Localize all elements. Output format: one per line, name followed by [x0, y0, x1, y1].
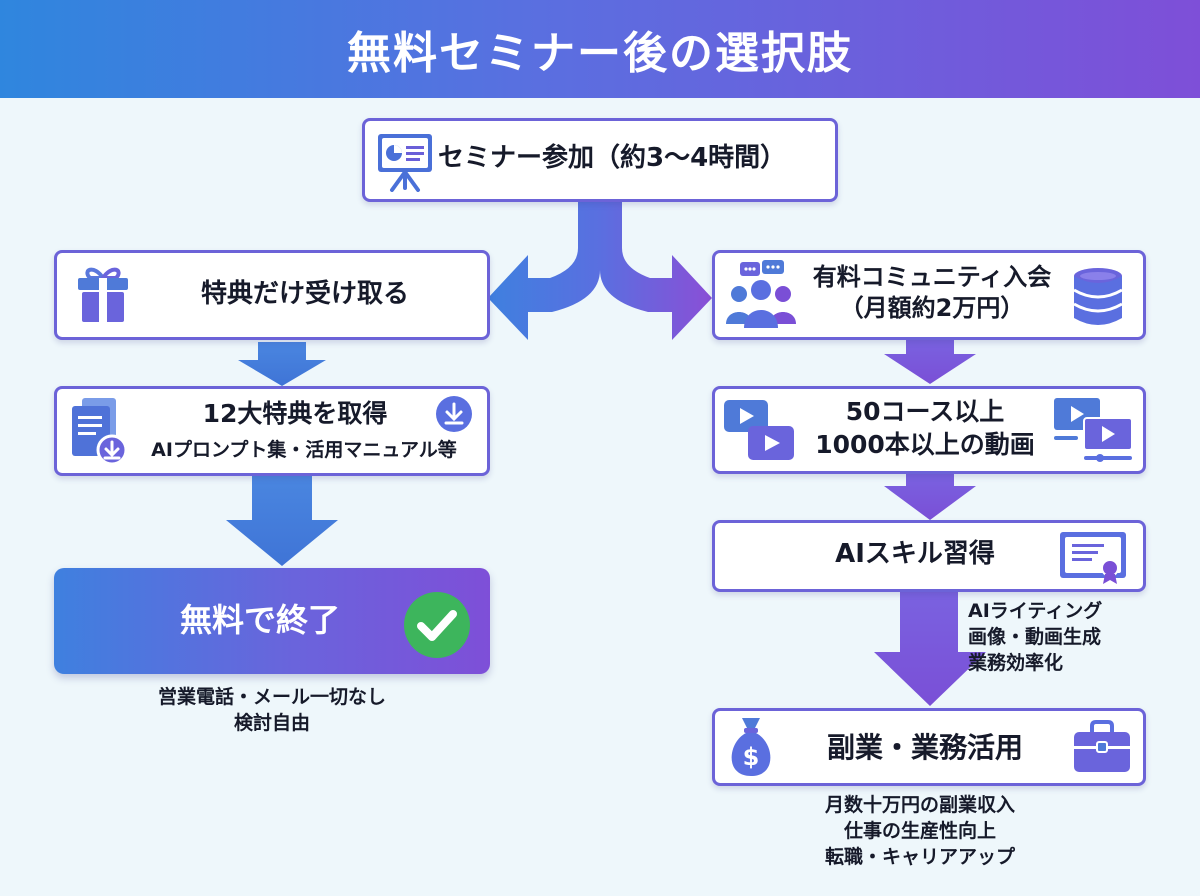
side-job-note-1: 月数十万円の副業収入	[824, 794, 1015, 816]
gift-icon	[78, 267, 128, 322]
side-job-note-3: 転職・キャリアアップ	[824, 846, 1015, 869]
video-play-icon	[724, 400, 794, 460]
benefits-title: 12大特典を取得	[202, 399, 388, 428]
benefits-box	[54, 386, 490, 476]
community-line1: 有料コミュニティ入会	[812, 263, 1052, 291]
page-title: 無料セミナー後の選択肢	[347, 28, 853, 79]
split-arrow	[488, 200, 712, 340]
side-job-note-2: 仕事の生産性向上	[843, 820, 996, 843]
benefit-only-box	[54, 250, 490, 340]
seminar-label: セミナー参加（約3〜4時間）	[438, 143, 787, 173]
courses-title: 50コース以上 1000本以上の動画	[800, 396, 1050, 461]
ai-skill-note-2: 画像・動画生成	[968, 626, 1102, 649]
certificate-icon	[1060, 532, 1126, 584]
seminar-box	[362, 118, 838, 202]
side-job-label: 副業・業務活用	[826, 731, 1023, 764]
check-circle-icon	[404, 592, 470, 658]
benefits-subtitle: AIプロンプト集・活用マニュアル等	[151, 439, 457, 461]
benefit-only-label: 特典だけ受け取る	[200, 279, 409, 309]
download-icon	[436, 396, 472, 432]
down-arrow-right-2	[884, 474, 976, 520]
free-end-label: 無料で終了	[179, 601, 340, 639]
free-end-note: 営業電話・メール一切なし 検討自由	[120, 684, 424, 736]
briefcase-icon	[1074, 720, 1130, 772]
free-end-note-line1: 営業電話・メール一切なし	[157, 686, 386, 708]
down-arrow-right-3	[874, 592, 986, 706]
money-bag-icon: $	[731, 718, 771, 776]
courses-line1: 50コース以上	[845, 397, 1005, 426]
ai-skill-label: AIスキル習得	[835, 539, 995, 569]
svg-text:$: $	[743, 743, 760, 771]
community-title: 有料コミュニティ入会 （月額約2万円）	[800, 262, 1064, 324]
ai-skill-note-1: AIライティング	[968, 600, 1103, 622]
down-arrow-left-2	[226, 476, 338, 566]
video-player-icon	[1054, 398, 1133, 462]
courses-line2: 1000本以上の動画	[815, 429, 1035, 459]
community-people-icon	[726, 260, 796, 328]
ai-skill-note-3: 業務効率化	[968, 652, 1064, 675]
community-line2: （月額約2万円）	[839, 294, 1025, 323]
free-end-note-line2: 検討自由	[233, 712, 310, 735]
side-job-note: 月数十万円の副業収入 仕事の生産性向上 転職・キャリアアップ	[780, 792, 1060, 871]
down-arrow-left-1	[238, 342, 326, 386]
presentation-board-icon	[378, 134, 432, 192]
down-arrow-right-1	[884, 340, 976, 384]
coin-stack-icon	[1073, 268, 1123, 325]
ai-skill-note: AIライティング 画像・動画生成 業務効率化	[968, 598, 1138, 677]
side-job-box	[712, 708, 1146, 786]
documents-download-icon	[72, 398, 128, 466]
title-banner: 無料セミナー後の選択肢	[0, 0, 1200, 98]
